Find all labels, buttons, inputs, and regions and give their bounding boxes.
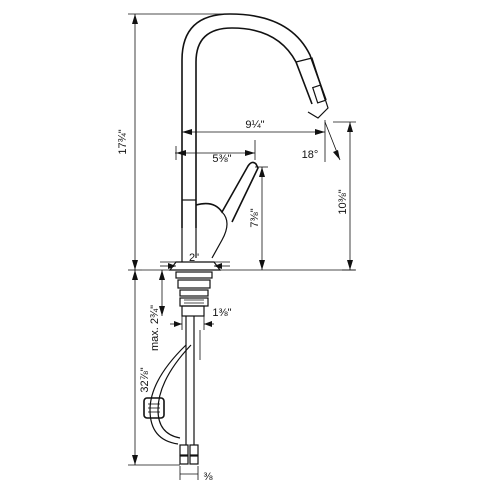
faucet-handle — [181, 161, 259, 262]
handle-reach-label: 5⅜" — [212, 153, 231, 165]
shank-diameter-label: 1⅜" — [212, 307, 231, 319]
dimension-shank-diameter: 1⅜" — [170, 307, 232, 330]
dimension-spout-height: 10⅜" — [333, 121, 356, 271]
dimension-supply-connection: ⅜ — [179, 466, 213, 483]
spout-angle-label: 18° — [302, 149, 319, 161]
dimension-spout-angle: 18° — [302, 120, 341, 162]
spout-reach-label: 9¼" — [245, 119, 264, 131]
faucet-spout — [181, 13, 329, 228]
supply-lines — [143, 316, 201, 465]
spout-height-label: 10⅜" — [337, 189, 349, 214]
total-height-top-label: 17¾" — [117, 129, 129, 154]
dimension-handle-reach: 5⅜" — [175, 140, 256, 165]
dimension-total-height-bottom: 32⅞" — [128, 270, 180, 466]
mounting-hardware — [175, 271, 213, 317]
dimension-spout-reach: 9¼" — [182, 119, 325, 135]
total-height-bottom-label: 32⅞" — [139, 367, 151, 392]
supply-connection-label: ⅜ — [203, 471, 213, 483]
dimension-max-deck-thickness: max. 2¾" — [149, 270, 165, 351]
base-diameter-label: 2" — [189, 252, 199, 264]
handle-height-label: 7⅜" — [249, 208, 261, 227]
max-deck-thickness-label: max. 2¾" — [149, 305, 161, 351]
dimension-base-diameter: 2" — [160, 252, 230, 269]
dimension-handle-height: 7⅜" — [249, 166, 268, 270]
dimension-total-height-top: 17¾" — [117, 13, 232, 271]
